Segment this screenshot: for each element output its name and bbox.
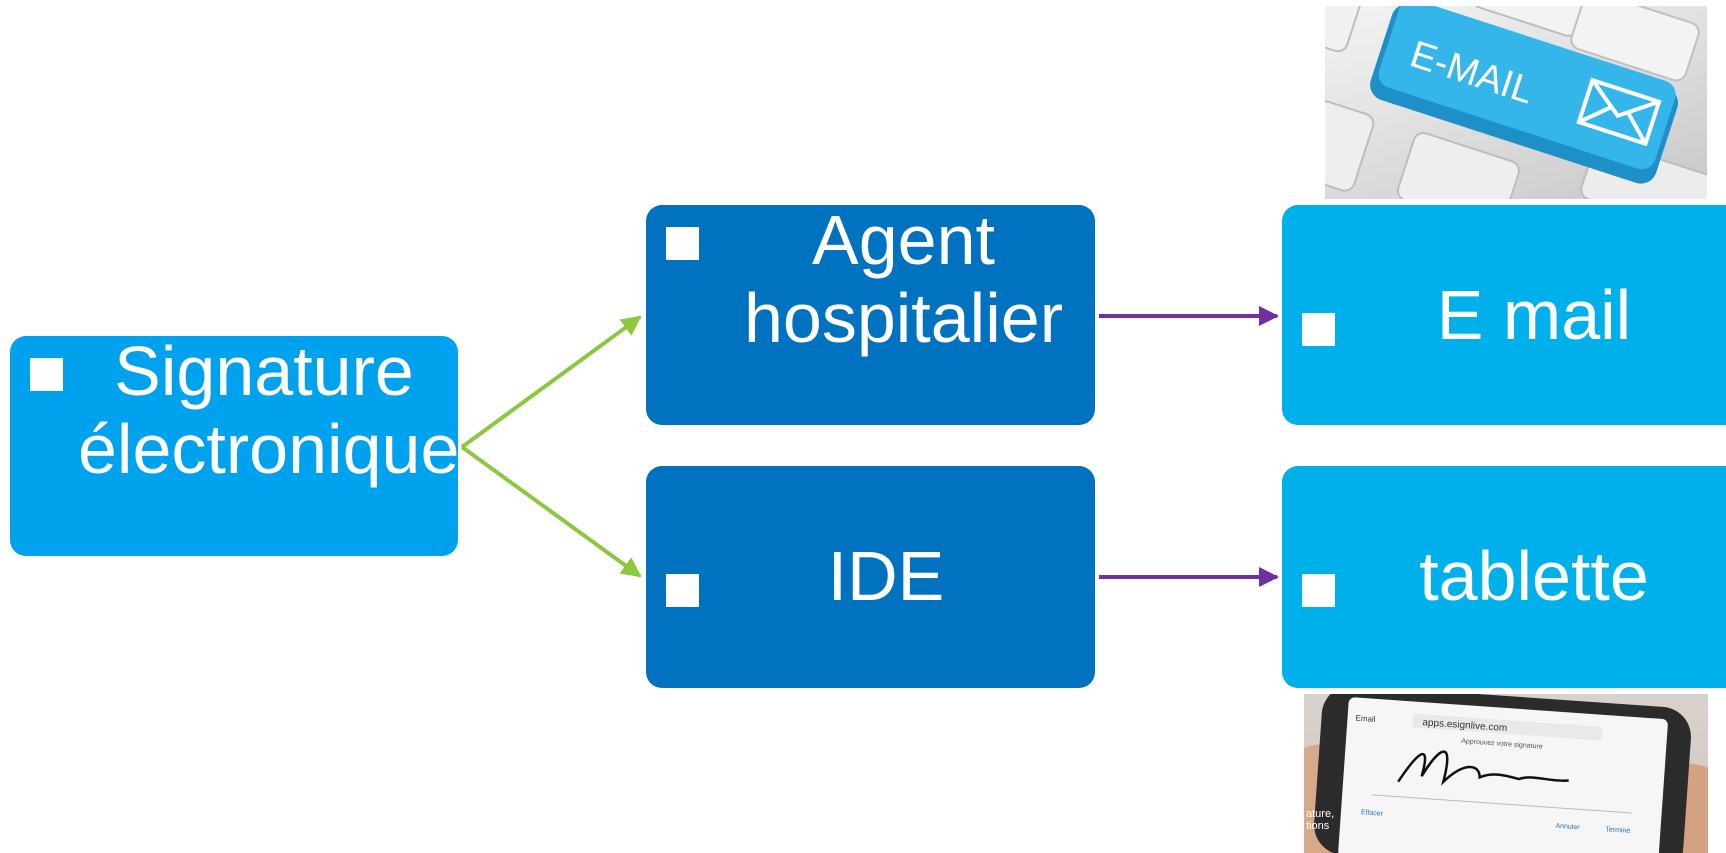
tablet-left-tab-text: Email xyxy=(1355,714,1376,724)
handwritten-signature xyxy=(1397,750,1569,786)
node-label: E mail xyxy=(1436,276,1632,354)
tablet-signature-photo: apps.esignlive.com Email Approuvez votre… xyxy=(1304,694,1708,853)
arrow-root-to-agent xyxy=(460,315,642,449)
tablet-clear-text: Effacer xyxy=(1361,809,1384,818)
node-label: IDE xyxy=(827,537,945,615)
envelope-icon xyxy=(1576,77,1662,147)
bullet-square-icon xyxy=(1302,313,1335,346)
email-key-photo: E-MAIL xyxy=(1325,6,1707,199)
node-tablette: tablette xyxy=(1282,466,1726,688)
node-ide: IDE xyxy=(646,466,1095,688)
node-email: E mail xyxy=(1282,205,1726,425)
tablet-done-text: Terminé xyxy=(1605,826,1630,835)
bullet-square-icon xyxy=(666,227,699,260)
node-label: tablette xyxy=(1419,537,1649,615)
arrow-root-to-ide xyxy=(460,445,642,578)
node-label: Agent hospitalier xyxy=(743,205,1064,357)
bullet-square-icon xyxy=(30,358,63,391)
tablet-cancel-text: Annuler xyxy=(1555,823,1580,832)
node-signature-electronique: Signature électronique xyxy=(10,336,458,556)
bullet-square-icon xyxy=(666,574,699,607)
tablet-caption-fragment: ature, tions xyxy=(1306,808,1335,832)
node-label: Signature électronique xyxy=(78,336,458,488)
bullet-square-icon xyxy=(1302,574,1335,607)
node-agent-hospitalier: Agent hospitalier xyxy=(646,205,1095,425)
